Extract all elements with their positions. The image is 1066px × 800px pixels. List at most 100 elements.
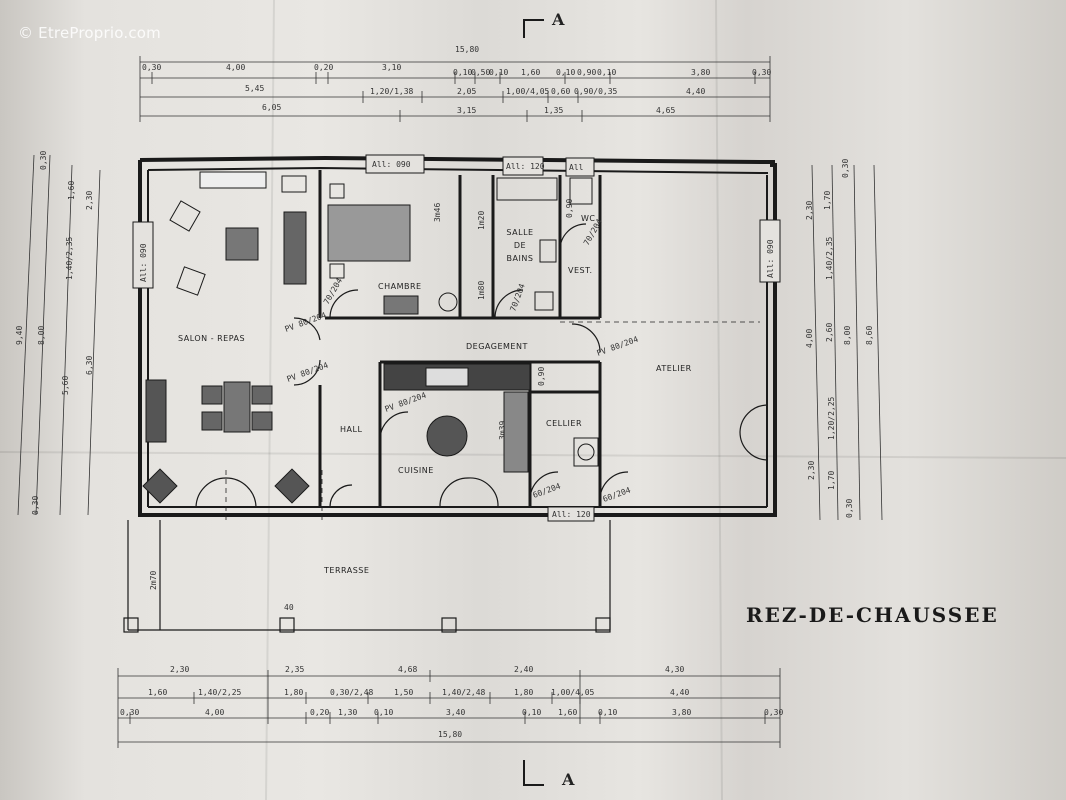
svg-text:1,60: 1,60 — [67, 181, 76, 200]
section-marker-top: A — [552, 10, 565, 29]
left-dimension-labels: 0,30 1,60 2,30 1,40/2,35 9,40 8,00 5,60 … — [15, 151, 94, 515]
room-label-atelier: ATELIER — [656, 364, 692, 373]
svg-text:6,30: 6,30 — [85, 356, 94, 375]
svg-text:2,40: 2,40 — [514, 665, 533, 674]
plan-title: REZ-DE-CHAUSSEE — [746, 603, 999, 627]
svg-text:0,30: 0,30 — [142, 63, 161, 72]
svg-text:1,50: 1,50 — [394, 688, 413, 697]
room-label-vest: VEST. — [568, 266, 593, 275]
svg-text:0,30: 0,30 — [752, 68, 771, 77]
svg-text:1m20: 1m20 — [477, 211, 486, 230]
axis-lines — [225, 321, 760, 520]
svg-text:3,80: 3,80 — [672, 708, 691, 717]
bottom-total-dim: 15,80 — [438, 730, 462, 739]
svg-text:PV 80/204: PV 80/204 — [284, 311, 328, 334]
svg-text:0,10: 0,10 — [374, 708, 393, 717]
svg-text:0,30: 0,30 — [120, 708, 139, 717]
svg-text:1,70: 1,70 — [823, 191, 832, 210]
svg-text:9,40: 9,40 — [15, 326, 24, 345]
svg-text:70/204: 70/204 — [508, 282, 526, 312]
svg-text:All: 090: All: 090 — [372, 160, 411, 169]
svg-text:0,10: 0,10 — [597, 68, 616, 77]
top-total-dim: 15,80 — [455, 45, 479, 54]
svg-text:2,60: 2,60 — [825, 323, 834, 342]
svg-text:1,30: 1,30 — [338, 708, 357, 717]
svg-text:6,05: 6,05 — [262, 103, 281, 112]
room-label-cellier: CELLIER — [546, 419, 583, 428]
bottom-dimension-labels: 2,30 2,35 4,68 2,40 4,30 1,60 1,40/2,25 … — [120, 665, 783, 739]
svg-text:3,80: 3,80 — [691, 68, 710, 77]
svg-text:2,30: 2,30 — [85, 191, 94, 210]
top-dimension-lines — [139, 56, 771, 122]
section-marker-arrows — [523, 19, 544, 786]
room-label-salle-de-bains: SALLE DE BAINS — [502, 226, 538, 265]
svg-text:8,00: 8,00 — [37, 326, 46, 345]
svg-text:3,15: 3,15 — [457, 106, 476, 115]
section-marker-bottom: A — [562, 770, 575, 789]
furniture — [142, 171, 599, 504]
svg-text:All: All — [569, 163, 584, 172]
svg-text:0,30: 0,30 — [845, 499, 854, 518]
svg-text:0,30: 0,30 — [39, 151, 48, 170]
right-dimension-labels: 0,30 2,30 1,70 1,40/2,35 4,00 2,60 8,00 … — [805, 159, 874, 518]
svg-text:1,80: 1,80 — [514, 688, 533, 697]
svg-text:3m39: 3m39 — [498, 421, 507, 440]
svg-text:0,30: 0,30 — [764, 708, 783, 717]
svg-text:1,60: 1,60 — [148, 688, 167, 697]
svg-text:4,40: 4,40 — [670, 688, 689, 697]
svg-text:70/204: 70/204 — [322, 276, 344, 306]
svg-text:2,30: 2,30 — [807, 461, 816, 480]
svg-text:0,10: 0,10 — [522, 708, 541, 717]
svg-text:0,20: 0,20 — [310, 708, 329, 717]
svg-text:4,65: 4,65 — [656, 106, 675, 115]
svg-text:3m46: 3m46 — [433, 203, 442, 222]
window-openings — [132, 154, 781, 522]
svg-text:2,05: 2,05 — [457, 87, 476, 96]
svg-text:0,90/0,35: 0,90/0,35 — [574, 87, 618, 96]
svg-text:2m70: 2m70 — [149, 571, 158, 590]
watermark: © EtreProprio.com — [18, 24, 161, 42]
svg-text:All: 120: All: 120 — [552, 510, 591, 519]
right-dimension-lines — [811, 164, 883, 521]
svg-text:2,35: 2,35 — [285, 665, 304, 674]
door-swings — [195, 223, 768, 508]
svg-text:1m80: 1m80 — [477, 281, 486, 300]
room-label-degagement: DEGAGEMENT — [466, 342, 528, 351]
svg-text:0,50: 0,50 — [471, 68, 490, 77]
window-labels: All: 090 All: 120 All All: 090 All: 090 … — [139, 160, 775, 519]
svg-text:5,45: 5,45 — [245, 84, 264, 93]
svg-text:1,60: 1,60 — [558, 708, 577, 717]
svg-text:All: 090: All: 090 — [139, 243, 148, 282]
svg-text:4,00: 4,00 — [205, 708, 224, 717]
svg-text:1,20/2,25: 1,20/2,25 — [827, 396, 836, 440]
sdb-line-2: DE — [513, 241, 527, 250]
svg-text:0,30/2,48: 0,30/2,48 — [330, 688, 374, 697]
sdb-line-3: BAINS — [506, 254, 534, 263]
svg-text:4,30: 4,30 — [665, 665, 684, 674]
svg-text:1,40/2,25: 1,40/2,25 — [198, 688, 242, 697]
svg-text:All: 090: All: 090 — [766, 239, 775, 278]
svg-text:4,68: 4,68 — [398, 665, 417, 674]
interior-walls — [318, 170, 602, 507]
svg-text:1,00/4,05: 1,00/4,05 — [506, 87, 550, 96]
svg-text:PV 80/204: PV 80/204 — [286, 361, 330, 384]
room-label-salon: SALON - REPAS — [178, 334, 246, 343]
terrace-outline — [123, 520, 611, 633]
svg-text:1,40/2,35: 1,40/2,35 — [65, 236, 74, 280]
svg-text:8,60: 8,60 — [865, 326, 874, 345]
svg-text:3,10: 3,10 — [382, 63, 401, 72]
svg-text:0,60: 0,60 — [551, 87, 570, 96]
room-label-terrasse: TERRASSE — [324, 566, 370, 575]
svg-text:1,80: 1,80 — [284, 688, 303, 697]
svg-text:8,00: 8,00 — [843, 326, 852, 345]
svg-text:4,40: 4,40 — [686, 87, 705, 96]
svg-text:1,40/2,35: 1,40/2,35 — [825, 236, 834, 280]
svg-text:0,90: 0,90 — [537, 367, 546, 386]
left-dimension-lines — [17, 154, 101, 516]
svg-text:1,35: 1,35 — [544, 106, 563, 115]
svg-text:3,40: 3,40 — [446, 708, 465, 717]
svg-text:0,10: 0,10 — [556, 68, 575, 77]
svg-text:PV 80/204: PV 80/204 — [596, 335, 640, 358]
